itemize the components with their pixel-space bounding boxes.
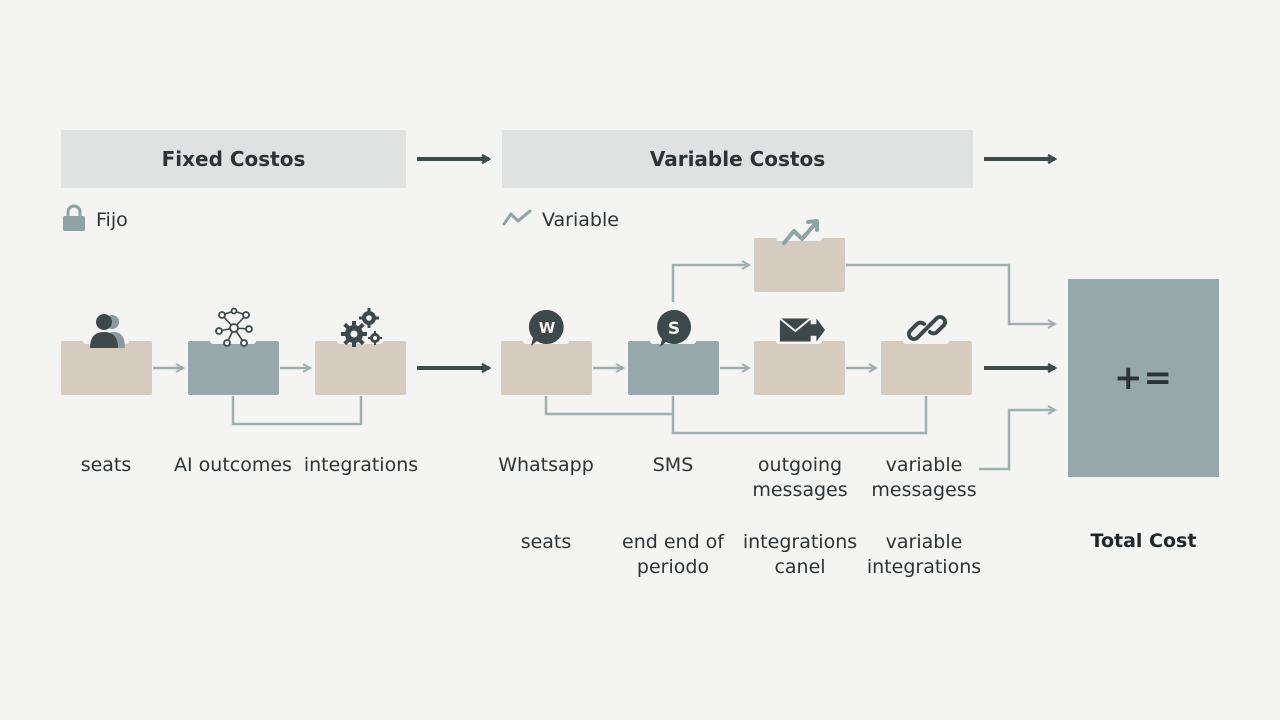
lock-icon: [62, 204, 86, 237]
legend-variable-label: Variable: [542, 209, 619, 231]
sublabel-end-of-periodo: end end of periodo: [622, 531, 724, 578]
legend-fixed: Fijo: [62, 204, 128, 237]
mail-send-icon: [778, 308, 826, 352]
sublabel-variable-integrations: variable integrations: [866, 531, 982, 578]
label-seats: seats: [80, 454, 132, 476]
network-icon: [210, 306, 258, 350]
label-ai-outcomes: AI outcomes: [174, 454, 292, 476]
gears-icon: [337, 306, 385, 350]
label-whatsapp: Whatsapp: [498, 454, 594, 476]
whatsapp-icon: W: [523, 306, 571, 350]
legend-fixed-label: Fijo: [96, 209, 128, 231]
node-trend: [754, 227, 845, 292]
label-integrations: integrations: [303, 454, 419, 476]
legend-variable: Variable: [502, 206, 619, 234]
total-cost-box: +=: [1068, 279, 1219, 477]
total-symbol: +=: [1114, 358, 1173, 398]
trend-icon: [502, 208, 532, 233]
label-variable-messagess: variable messagess: [871, 454, 977, 501]
label-outgoing-messages: outgoing messages: [752, 454, 848, 501]
sublabel-seats: seats: [520, 531, 572, 553]
sublabel-integrations-canel: integrations canel: [742, 531, 858, 578]
label-sms: SMS: [652, 454, 694, 476]
trend-up-icon: [776, 210, 824, 254]
sms-icon: S: [650, 306, 698, 350]
variable-costs-header: Variable Costos: [502, 130, 973, 188]
svg-text:W: W: [539, 319, 556, 337]
total-cost-label: Total Cost: [1090, 530, 1197, 552]
users-icon: [83, 308, 131, 352]
fixed-costs-header: Fixed Costos: [61, 130, 406, 188]
svg-text:S: S: [668, 319, 680, 339]
link-icon: [903, 306, 951, 350]
